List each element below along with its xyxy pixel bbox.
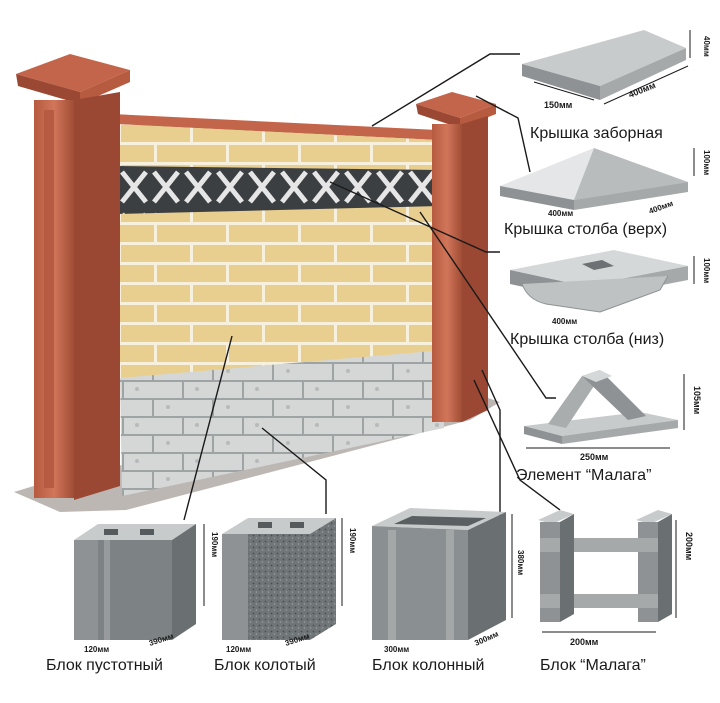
lattice-band — [116, 166, 440, 214]
label-block-malaga: Блок “Малага” — [540, 657, 646, 674]
wall-top-coping — [112, 114, 438, 140]
label-block-hollow: Блок пустотный — [46, 657, 163, 674]
malaga-element-drawing — [524, 370, 685, 449]
column-block-side-a: 300мм — [384, 645, 409, 654]
fence-cap-height: 40мм — [702, 36, 711, 57]
block-malaga-drawing — [538, 510, 677, 633]
leader-lines — [183, 53, 561, 521]
post-top-side-a: 400мм — [548, 209, 573, 218]
label-post-cap-top: Крышка столба (верх) — [504, 221, 667, 238]
fence-cap-width: 150мм — [544, 100, 573, 110]
post-bottom-width: 400мм — [552, 317, 577, 326]
split-block-height: 190мм — [348, 528, 357, 553]
wall-stone-base — [120, 350, 444, 496]
post-top-side-b: 400мм — [648, 199, 675, 216]
label-block-split: Блок колотый — [214, 657, 316, 674]
block-hollow-drawing — [74, 524, 205, 640]
left-post — [16, 54, 130, 500]
malaga-element-width: 250мм — [580, 452, 609, 462]
block-column-drawing — [372, 508, 513, 640]
label-fence-cap: Крышка заборная — [530, 125, 663, 142]
right-post — [416, 92, 496, 422]
block-split-drawing — [222, 518, 343, 640]
label-post-cap-bottom: Крышка столба (низ) — [510, 331, 664, 348]
fence-cap-drawing — [522, 30, 691, 105]
post-top-height: 100мм — [702, 150, 711, 175]
malaga-element-height: 105мм — [692, 386, 702, 415]
column-block-height: 380мм — [516, 550, 525, 575]
wall-brick-panel — [116, 124, 438, 380]
malaga-block-height: 200мм — [684, 532, 694, 561]
malaga-block-width: 200мм — [570, 637, 599, 647]
post-cap-bottom-drawing — [510, 250, 695, 313]
split-block-depth: 120мм — [226, 645, 251, 654]
label-malaga-element: Элемент “Малага” — [516, 467, 651, 484]
post-cap-top-drawing — [500, 148, 695, 210]
hollow-block-height: 190мм — [210, 532, 219, 557]
post-bottom-height: 100мм — [702, 258, 711, 283]
fence-illustration — [14, 54, 500, 512]
label-block-column: Блок колонный — [372, 657, 484, 674]
hollow-block-depth: 120мм — [84, 645, 109, 654]
